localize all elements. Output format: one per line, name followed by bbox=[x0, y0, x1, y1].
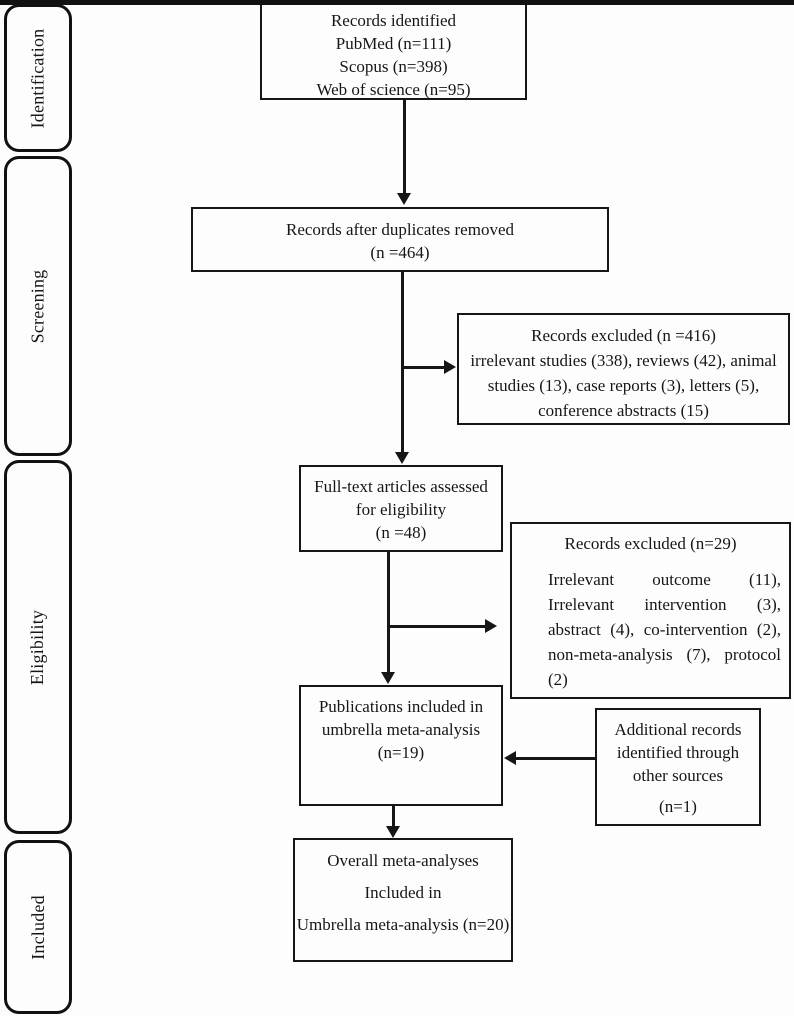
box-excluded-screening: Records excluded (n =416) irrelevant stu… bbox=[457, 313, 790, 425]
box-records-identified: Records identified PubMed (n=111) Scopus… bbox=[260, 2, 527, 100]
arrowhead-down-duplicates-icon bbox=[397, 193, 411, 205]
box-publications-included: Publications included in umbrella meta-a… bbox=[299, 685, 503, 806]
additional-count: (n=1) bbox=[659, 797, 697, 816]
excluded-screening-reasons: irrelevant studies (338), reviews (42), … bbox=[470, 351, 777, 420]
stage-identification: Identification bbox=[4, 4, 72, 152]
additional-line1: Additional records bbox=[614, 720, 742, 739]
box-fulltext-assessed: Full-text articles assessed for eligibil… bbox=[299, 465, 503, 552]
duplicates-removed-count: (n =464) bbox=[370, 243, 430, 262]
fulltext-line2: for eligibility bbox=[355, 500, 447, 519]
stage-screening: Screening bbox=[4, 156, 72, 456]
records-identified-pubmed: PubMed (n=111) bbox=[335, 34, 452, 53]
publications-line1: Publications included in bbox=[318, 697, 484, 716]
overall-line2: Included in bbox=[364, 883, 442, 902]
records-identified-wos: Web of science (n=95) bbox=[316, 80, 471, 99]
stage-screening-label: Screening bbox=[27, 269, 48, 343]
box-excluded-eligibility: Records excluded (n=29) Irrelevant outco… bbox=[510, 522, 791, 699]
publications-count: (n=19) bbox=[377, 743, 425, 762]
excluded-screening-title: Records excluded (n =416) bbox=[531, 326, 716, 345]
arrowhead-right-excluded-eligibility-icon bbox=[485, 619, 497, 633]
stage-eligibility-label: Eligibility bbox=[27, 609, 48, 685]
arrowhead-down-publications-icon bbox=[381, 672, 395, 684]
connector-branch-excluded-screening bbox=[401, 366, 444, 369]
box-additional-records: Additional records identified through ot… bbox=[595, 708, 761, 826]
connector-publications-to-overall bbox=[392, 806, 395, 827]
additional-line3: other sources bbox=[632, 766, 724, 785]
arrowhead-down-fulltext-icon bbox=[395, 452, 409, 464]
connector-additional-to-publications bbox=[516, 757, 595, 760]
box-overall-metaanalyses: Overall meta-analyses Included in Umbrel… bbox=[293, 838, 513, 962]
stage-included-label: Included bbox=[27, 894, 48, 960]
publications-line2: umbrella meta-analysis bbox=[321, 720, 481, 739]
additional-line2: identified through bbox=[616, 743, 740, 762]
excluded-eligibility-reasons: Irrelevant outcome (11), Irrelevant inte… bbox=[548, 570, 781, 689]
excluded-eligibility-title: Records excluded (n=29) bbox=[564, 534, 737, 553]
records-identified-title: Records identified bbox=[330, 11, 457, 30]
stage-included: Included bbox=[4, 840, 72, 1014]
overall-count: Umbrella meta-analysis (n=20) bbox=[296, 915, 510, 934]
arrowhead-left-publications-icon bbox=[504, 751, 516, 765]
overall-line1: Overall meta-analyses bbox=[327, 851, 479, 870]
records-identified-scopus: Scopus (n=398) bbox=[339, 57, 448, 76]
arrowhead-down-overall-icon bbox=[386, 826, 400, 838]
connector-fulltext-to-publications bbox=[387, 552, 390, 673]
connector-branch-excluded-eligibility bbox=[387, 625, 485, 628]
box-duplicates-removed: Records after duplicates removed (n =464… bbox=[191, 207, 609, 272]
page-bottom-rule bbox=[0, 0, 794, 5]
stage-identification-label: Identification bbox=[27, 28, 48, 128]
connector-duplicates-to-fulltext bbox=[401, 272, 404, 453]
fulltext-count: (n =48) bbox=[375, 523, 427, 542]
stage-eligibility: Eligibility bbox=[4, 460, 72, 834]
duplicates-removed-title: Records after duplicates removed bbox=[286, 220, 514, 239]
fulltext-line1: Full-text articles assessed bbox=[314, 477, 488, 496]
arrowhead-right-excluded-screening-icon bbox=[444, 360, 456, 374]
connector-identified-to-duplicates bbox=[403, 100, 406, 194]
